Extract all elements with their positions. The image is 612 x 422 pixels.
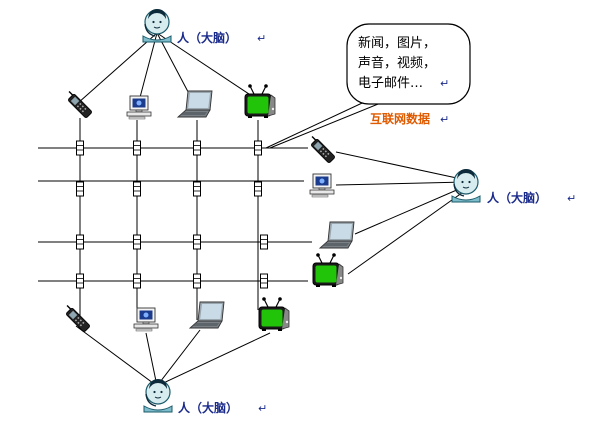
speech-bubble: 新闻，图片， 声音，视频， 电子邮件… ↵ (346, 23, 471, 105)
person-label: 人（大脑） (178, 400, 238, 415)
link-line (354, 185, 467, 235)
router-icon (193, 181, 201, 197)
router-icon (76, 140, 84, 156)
bubble-pointer (265, 96, 376, 149)
link-line (335, 151, 467, 181)
return-mark: ↵ (258, 402, 267, 415)
router-icon (133, 181, 141, 197)
link-line (75, 325, 158, 387)
link-line (156, 32, 259, 101)
link-line (145, 332, 158, 387)
bubble-pointer (269, 99, 389, 149)
router-icon (193, 234, 201, 250)
phone-icon (306, 134, 337, 165)
person-label: 人（大脑） (487, 190, 547, 205)
tv-icon (244, 83, 276, 119)
link-line (156, 329, 201, 387)
link-line (347, 189, 467, 275)
router-icon (260, 234, 268, 250)
return-mark: ↵ (257, 32, 266, 45)
router-icon (193, 140, 201, 156)
laptop-icon (177, 90, 213, 118)
bubble-line: 声音，视频， (358, 55, 436, 71)
laptop-icon (319, 221, 355, 249)
router-icon (76, 181, 84, 197)
bubble-line: 电子邮件… (358, 76, 423, 91)
router-icon (254, 181, 262, 197)
tv-icon (258, 296, 290, 332)
person-label: 人（大脑） (177, 30, 237, 45)
person-icon (143, 378, 173, 413)
desktop-computer-icon (309, 173, 335, 198)
router-icon (133, 140, 141, 156)
router-icon (133, 273, 141, 289)
tv-icon (312, 252, 344, 288)
phone-icon (61, 303, 92, 334)
router-icon (76, 273, 84, 289)
router-icon (133, 234, 141, 250)
return-mark: ↵ (440, 113, 449, 126)
person-icon (142, 8, 172, 43)
desktop-computer-icon (133, 307, 159, 332)
router-icon (193, 273, 201, 289)
link-line (156, 332, 271, 387)
internet-data-label: 互联网数据 (370, 111, 430, 126)
link-line (137, 32, 158, 106)
router-grid (76, 140, 268, 289)
bubble-line: 新闻，图片， (358, 35, 436, 51)
link-line (77, 32, 158, 104)
link-line (335, 181, 467, 186)
router-icon (254, 140, 262, 156)
return-mark: ↵ (567, 192, 576, 205)
laptop-icon (189, 301, 225, 329)
desktop-computer-icon (126, 95, 152, 120)
router-icon (260, 273, 268, 289)
router-icon (76, 234, 84, 250)
return-mark: ↵ (440, 77, 449, 90)
